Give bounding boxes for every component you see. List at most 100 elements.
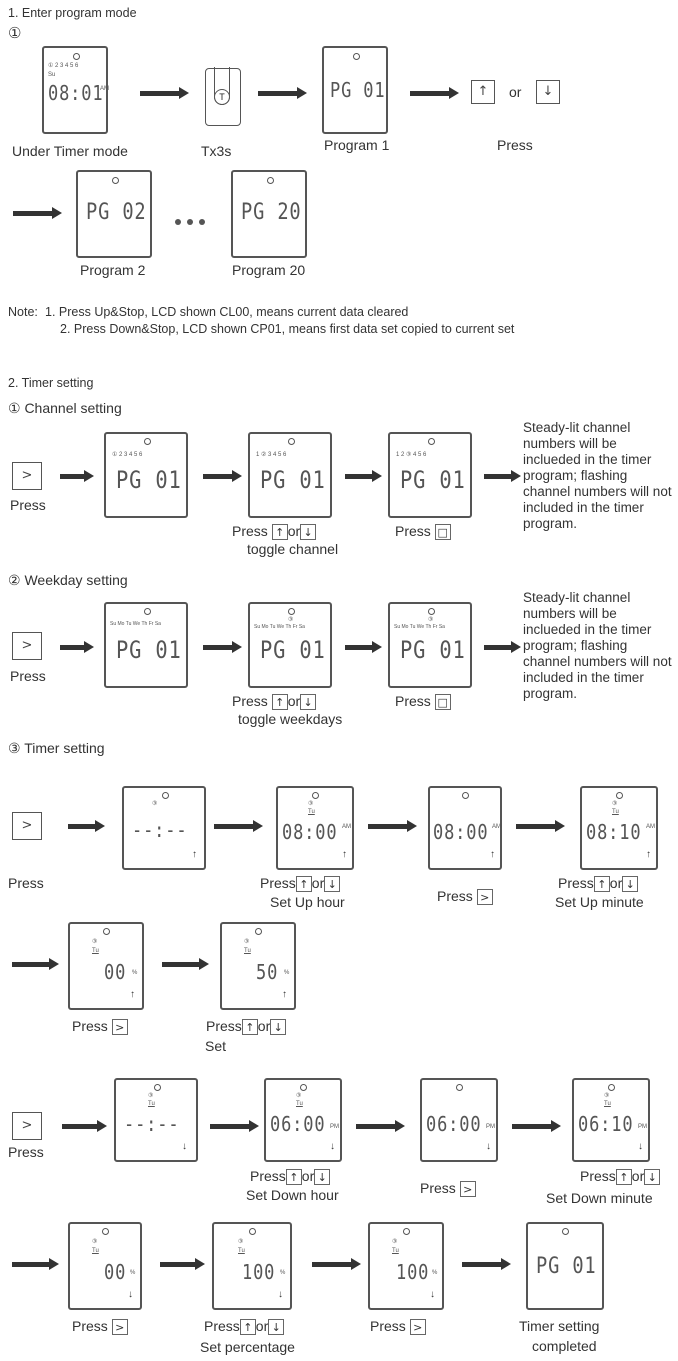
day-mark: Tu xyxy=(238,1248,245,1254)
day-mark: Tu xyxy=(604,1101,611,1107)
clock-icon xyxy=(428,438,435,445)
down-arrow-key-icon: ↓ xyxy=(300,524,317,541)
lcd-pg01: PG 01 xyxy=(260,466,326,494)
or-label: or xyxy=(287,523,301,539)
clock-icon xyxy=(428,608,435,615)
lcd-time: 08:00 xyxy=(433,820,489,844)
or-label: or xyxy=(287,693,301,709)
note-line-2: 2. Press Down&Stop, LCD shown CP01, mean… xyxy=(60,322,515,336)
weekday-labels: Su Mo Tu We Th Fr Sa xyxy=(254,624,305,630)
caption-press-next: Press > xyxy=(72,1318,128,1336)
up-arrow-key-icon: ↑ xyxy=(241,1019,258,1036)
am-indicator: AM xyxy=(100,86,109,92)
clock-icon xyxy=(456,1084,463,1091)
clock-icon xyxy=(300,1084,307,1091)
flow-arrow xyxy=(462,1258,511,1270)
lcd-timer-blank-down: ③ Tu --:-- ↓ xyxy=(114,1078,198,1162)
caption-press: Press xyxy=(72,1318,108,1334)
caption-press: Press xyxy=(370,1318,406,1334)
channel-mark: ③ xyxy=(92,939,98,945)
channel-side-note: Steady-lit channel numbers will be inclu… xyxy=(523,420,672,531)
flow-arrow xyxy=(512,1120,561,1132)
or-label: or xyxy=(301,1168,315,1184)
flow-arrow xyxy=(162,958,209,970)
lcd-time: 08:00 xyxy=(282,820,338,844)
or-label: or xyxy=(257,1018,271,1034)
clock-icon xyxy=(267,177,274,184)
caption-press-up-down: Press↑or↓ xyxy=(260,875,341,893)
right-chevron-key-icon: > xyxy=(12,812,42,840)
lcd-set-up-hour: ③ Tu 08:00 AM ↑ xyxy=(276,786,354,870)
up-arrow-key-icon: ↑ xyxy=(271,694,288,711)
lcd-time: 06:10 xyxy=(578,1112,634,1136)
lcd-pg01: PG 01 xyxy=(116,636,182,664)
lcd-time: 08:10 xyxy=(586,820,642,844)
flow-arrow xyxy=(345,641,382,653)
am-indicator: AM xyxy=(492,824,501,830)
right-chevron-key-icon: > xyxy=(111,1319,128,1336)
clock-icon xyxy=(144,438,151,445)
caption-press: Press xyxy=(232,693,268,709)
clock-icon xyxy=(112,177,119,184)
channel-numbers: 1 2 ③ 4 5 6 xyxy=(396,452,427,458)
clock-icon xyxy=(249,1228,256,1235)
lcd-down-percent-100: ③ Tu 100 % ↓ xyxy=(212,1222,292,1310)
channel-mark: ③ xyxy=(238,1239,244,1245)
day-mark: Tu xyxy=(148,1101,155,1107)
down-indicator-icon: ↓ xyxy=(182,1141,187,1152)
lcd-percent: 00 xyxy=(104,1260,127,1284)
right-chevron-key-icon: > xyxy=(12,1112,42,1140)
caption-press-up-down: Press↑or↓ xyxy=(580,1168,661,1186)
caption-press: Press xyxy=(395,693,431,709)
down-arrow-key-icon: ↓ xyxy=(536,80,560,104)
caption-press: Press xyxy=(250,1168,286,1184)
flow-arrow xyxy=(12,958,59,970)
up-indicator-icon: ↑ xyxy=(130,989,135,1000)
caption-press-next: Press > xyxy=(72,1018,128,1036)
right-chevron-key-icon: > xyxy=(476,889,493,906)
flow-arrow xyxy=(484,641,521,653)
down-indicator-icon: ↓ xyxy=(638,1141,643,1152)
up-indicator-icon: ↑ xyxy=(342,849,347,860)
caption-press: Press xyxy=(232,523,268,539)
flow-arrow xyxy=(140,87,189,99)
flow-arrow xyxy=(345,470,382,482)
caption-press: Press xyxy=(10,497,46,513)
caption-press: Press xyxy=(260,875,296,891)
lcd-pg01: PG 01 xyxy=(400,636,466,664)
lcd-time: 06:00 xyxy=(270,1112,326,1136)
lcd-pg02: PG 02 xyxy=(86,200,147,225)
down-indicator-icon: ↓ xyxy=(430,1289,435,1300)
caption-completed-2: completed xyxy=(532,1338,597,1354)
up-indicator-icon: ↑ xyxy=(646,849,651,860)
percent-sign: % xyxy=(432,1270,438,1276)
day-mark: Tu xyxy=(308,809,315,815)
section-1-title: 1. Enter program mode xyxy=(8,6,137,20)
step-marker: ① xyxy=(8,25,22,42)
lcd-set-down-hour: ③ Tu 06:00 PM ↓ xyxy=(264,1078,342,1162)
down-arrow-key-icon: ↓ xyxy=(314,1169,331,1186)
up-arrow-key-icon: ↑ xyxy=(295,876,312,893)
flow-arrow xyxy=(368,820,417,832)
day-mark: Tu xyxy=(92,1248,99,1254)
stop-key-icon: □ xyxy=(434,694,451,711)
lcd-percent: 50 xyxy=(256,960,279,984)
caption-press: Press xyxy=(497,137,533,153)
clock-icon xyxy=(162,792,169,799)
remote-key-icon: T xyxy=(205,67,241,126)
lcd-program-2: PG 02 xyxy=(76,170,152,258)
percent-sign: % xyxy=(132,970,138,976)
lcd-pg20: PG 20 xyxy=(241,200,302,225)
down-arrow-key-icon: ↓ xyxy=(268,1319,285,1336)
lcd-time-blank: --:-- xyxy=(124,1112,180,1136)
channel-mark: ③ xyxy=(92,1239,98,1245)
lcd-pg01: PG 01 xyxy=(260,636,326,664)
up-indicator-icon: ↑ xyxy=(192,849,197,860)
lcd-set-up-minute: ③ Tu 08:10 AM ↑ xyxy=(580,786,658,870)
up-indicator-icon: ↑ xyxy=(490,849,495,860)
flow-arrow xyxy=(68,820,105,832)
lcd-program-1: PG 01 xyxy=(322,46,388,134)
caption-tx3s: Tx3s xyxy=(201,143,232,159)
caption-press: Press xyxy=(10,668,46,684)
caption-toggle-channel: toggle channel xyxy=(247,541,339,557)
